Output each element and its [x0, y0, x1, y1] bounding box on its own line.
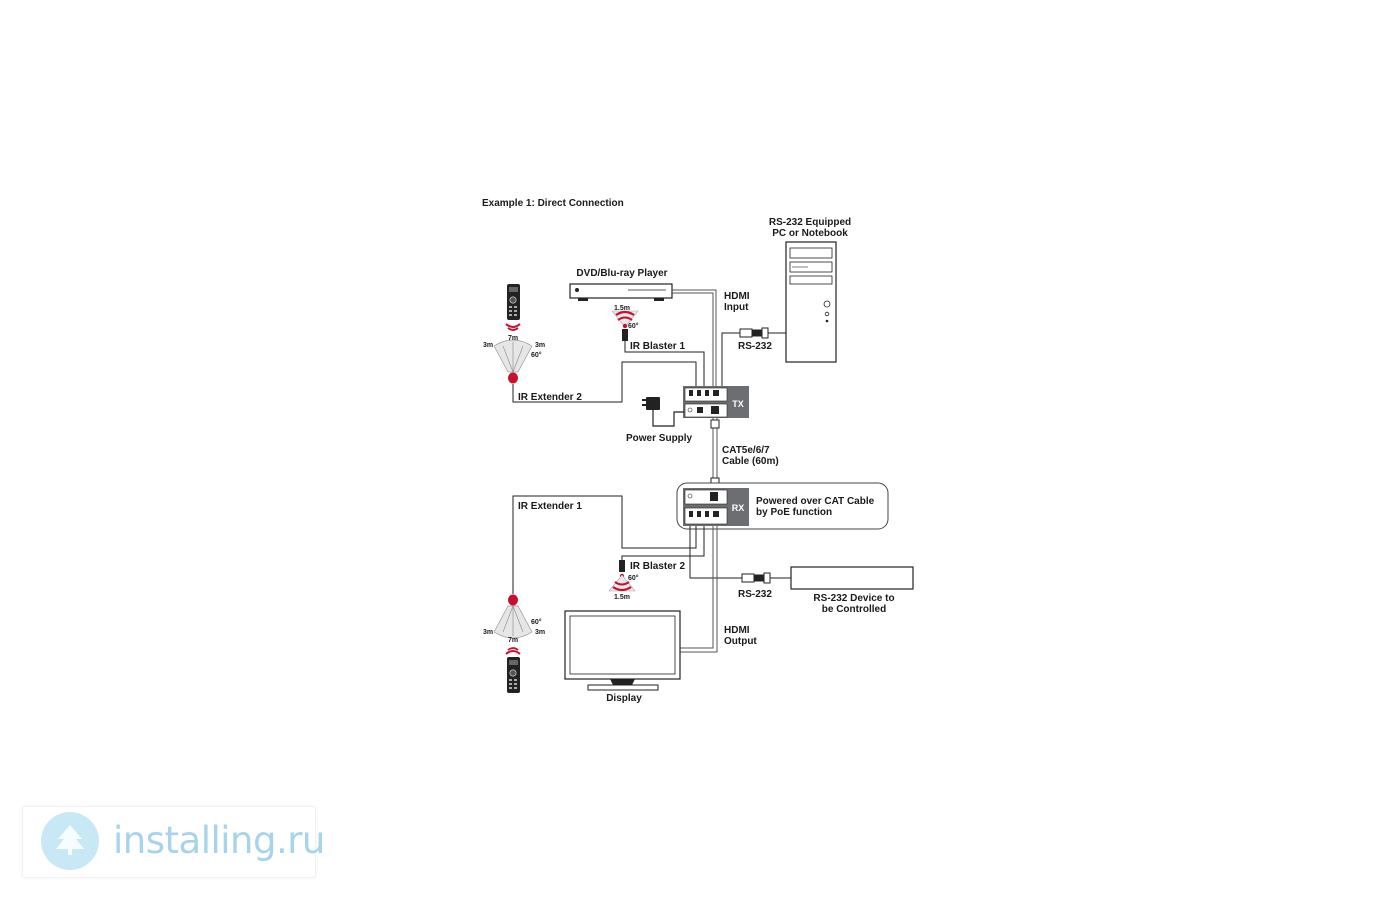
remote-control-bottom — [505, 647, 521, 693]
hdmi-input-cable — [672, 289, 717, 386]
power-supply-adapter — [642, 397, 684, 427]
ir-blaster-2-distance: 1.5m — [614, 594, 630, 601]
ir-extender-2-range: 7m — [508, 335, 518, 342]
diagram-title: Example 1: Direct Connection — [482, 198, 624, 209]
ir-blaster-2 — [608, 526, 705, 592]
hdmi-output-cable — [680, 526, 718, 653]
ir-blaster-1-angle: 60° — [628, 322, 639, 330]
cat-cable — [710, 418, 720, 487]
tree-logo-icon — [41, 812, 99, 870]
hdmi-input-label-line2: Input — [724, 302, 749, 313]
hdmi-output-label-line2: Output — [724, 636, 757, 647]
ir-extender-2-right: 3m — [535, 342, 545, 349]
ir-extender-1-label: IR Extender 1 — [518, 501, 582, 512]
ir-extender-2-sensor — [493, 339, 697, 403]
ir-blaster-2-label: IR Blaster 2 — [630, 561, 685, 572]
display-monitor — [564, 610, 681, 691]
rs232-bottom-cable — [689, 526, 791, 584]
cat-label-line1: CAT5e/6/7 — [722, 445, 770, 456]
ir-extender-1-right: 3m — [535, 629, 545, 636]
rx-label: RX — [732, 503, 745, 513]
pc-tower — [785, 241, 837, 363]
rs232-top-cable — [721, 327, 786, 386]
ir-blaster-1 — [611, 310, 705, 386]
pc-label-line2: PC or Notebook — [772, 228, 848, 239]
ir-extender-2-left: 3m — [483, 342, 493, 349]
rs232-top-label: RS-232 — [738, 341, 772, 352]
remote-control-top — [505, 284, 521, 331]
rs232-device-label-line1: RS-232 Device to — [813, 593, 894, 604]
ir-extender-1-left: 3m — [483, 629, 493, 636]
hdmi-output-label-line1: HDMI — [724, 625, 750, 636]
ir-extender-1-sensor — [493, 594, 533, 639]
ir-blaster-1-distance: 1.5m — [614, 305, 630, 312]
hdmi-input-label-line1: HDMI — [724, 291, 750, 302]
rx-unit — [683, 488, 749, 526]
poe-label-line1: Powered over CAT Cable — [756, 496, 875, 507]
rs232-bottom-label: RS-232 — [738, 589, 772, 600]
poe-label-line2: by PoE function — [756, 507, 832, 518]
dvd-player — [569, 283, 673, 301]
ir-blaster-1-label: IR Blaster 1 — [630, 341, 685, 352]
dvd-label: DVD/Blu-ray Player — [576, 268, 667, 279]
pc-label-line1: RS-232 Equipped — [769, 217, 851, 228]
rs232-device-box — [790, 566, 914, 590]
tx-unit — [683, 386, 749, 418]
cat-label-line2: Cable (60m) — [722, 456, 779, 467]
tx-label: TX — [732, 399, 744, 409]
watermark: installing.ru — [22, 806, 325, 878]
ir-extender-1-cable — [512, 495, 697, 594]
ir-blaster-2-angle: 60° — [628, 574, 639, 582]
rs232-device-label-line2: be Controlled — [822, 604, 886, 615]
ir-extender-2-label: IR Extender 2 — [518, 392, 582, 403]
watermark-text: installing.ru — [113, 819, 325, 862]
power-supply-label: Power Supply — [626, 433, 693, 444]
ir-extender-1-range: 7m — [508, 637, 518, 644]
ir-extender-2-angle: 60° — [531, 351, 542, 359]
display-label: Display — [606, 693, 642, 704]
ir-extender-1-angle: 60° — [531, 618, 542, 626]
